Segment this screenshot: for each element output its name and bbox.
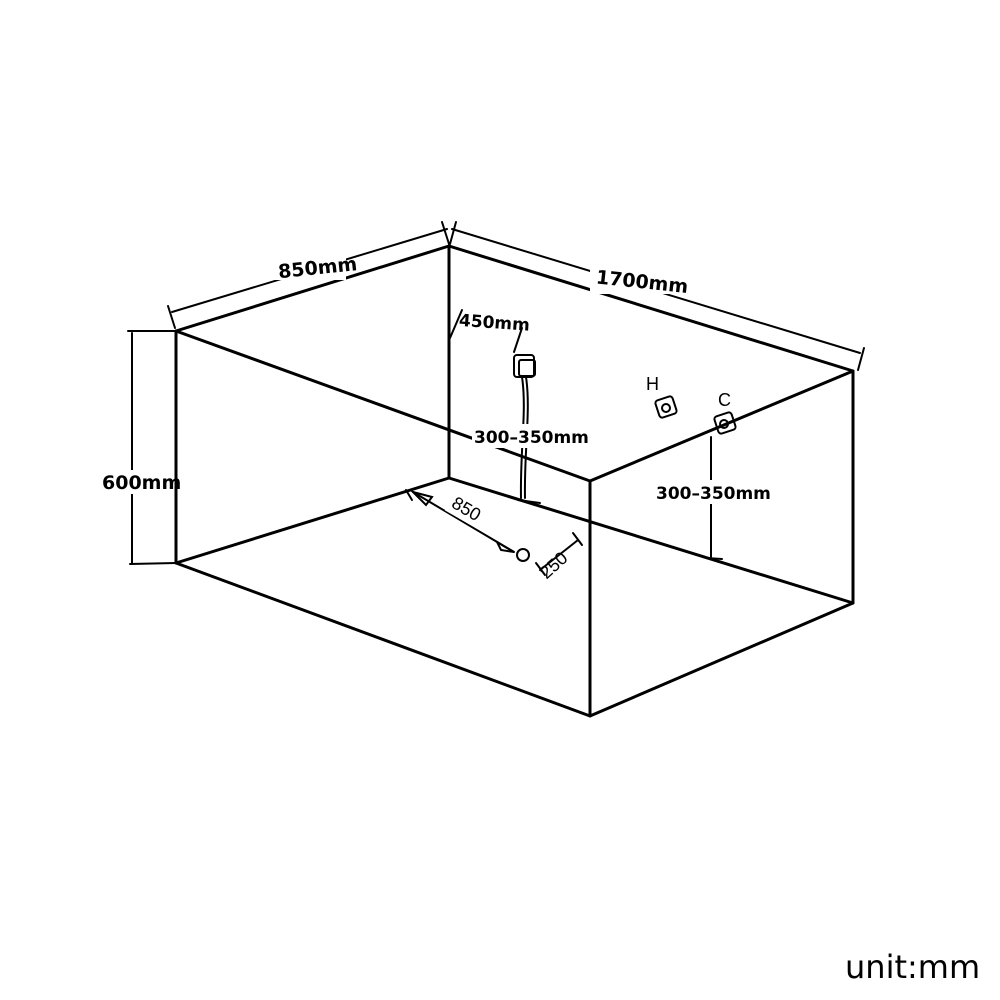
width-dimension: 850mm — [167, 221, 450, 329]
shower-offset-leader-left — [449, 309, 463, 339]
shower-offset-leader-right — [513, 327, 523, 353]
drain-offset-line — [539, 539, 579, 571]
length-tick-left — [449, 221, 457, 245]
shower-height-label-bg — [472, 424, 580, 448]
length-dimension: 1700mm — [449, 221, 865, 371]
cold-tap: C — [713, 390, 737, 435]
bottom-back-edge — [447, 476, 855, 605]
height-dimension: 600mm — [100, 330, 181, 565]
width-tick-left — [167, 305, 176, 329]
cold-tap-label: C — [718, 390, 731, 410]
drain-fixture: 250 — [516, 532, 583, 583]
shower-holder-icon — [513, 354, 535, 378]
shower-holder-inner — [518, 359, 536, 377]
bottom-left-edge — [174, 476, 451, 565]
length-tick-right — [857, 347, 865, 371]
shower-height-tick — [517, 499, 541, 504]
hot-tap-label: H — [646, 374, 659, 394]
hot-tap-outlet — [661, 403, 671, 413]
unit-note: unit:mm — [845, 948, 980, 986]
tap-height-tick — [705, 557, 723, 560]
drain-offset-tick-right — [572, 532, 583, 546]
cold-tap-outlet — [719, 419, 729, 429]
drain-offset-tick-left — [535, 562, 546, 576]
drain-icon — [516, 548, 530, 562]
tap-height-label: 300–350mm — [656, 484, 771, 504]
length-label-bg — [590, 268, 670, 294]
drain-arrow-start — [409, 490, 434, 507]
shower-offset-dimension: 450mm — [449, 309, 530, 353]
height-label-bg — [100, 470, 166, 494]
hot-tap: H — [646, 374, 678, 419]
tap-height-dimension: 300–350mm — [655, 436, 771, 560]
shower-offset-label: 450mm — [458, 311, 530, 336]
cold-tap-icon — [713, 411, 737, 435]
drain-distance-dimension: 850 — [405, 487, 515, 553]
width-label-bg — [272, 256, 346, 280]
height-label: 600mm — [102, 472, 181, 494]
tap-height-label-bg — [655, 480, 765, 504]
drain-arrow-end — [494, 539, 515, 553]
shower-head-fixture: 300–350mm — [472, 354, 589, 504]
hot-tap-icon — [654, 395, 678, 419]
shower-height-label: 300–350mm — [474, 428, 589, 448]
drain-distance-label-bg — [444, 487, 500, 535]
drain-distance-tick — [405, 489, 413, 501]
drain-offset-label: 250 — [536, 548, 572, 583]
height-tick-bottom — [129, 562, 177, 565]
width-tick-right — [441, 221, 450, 245]
